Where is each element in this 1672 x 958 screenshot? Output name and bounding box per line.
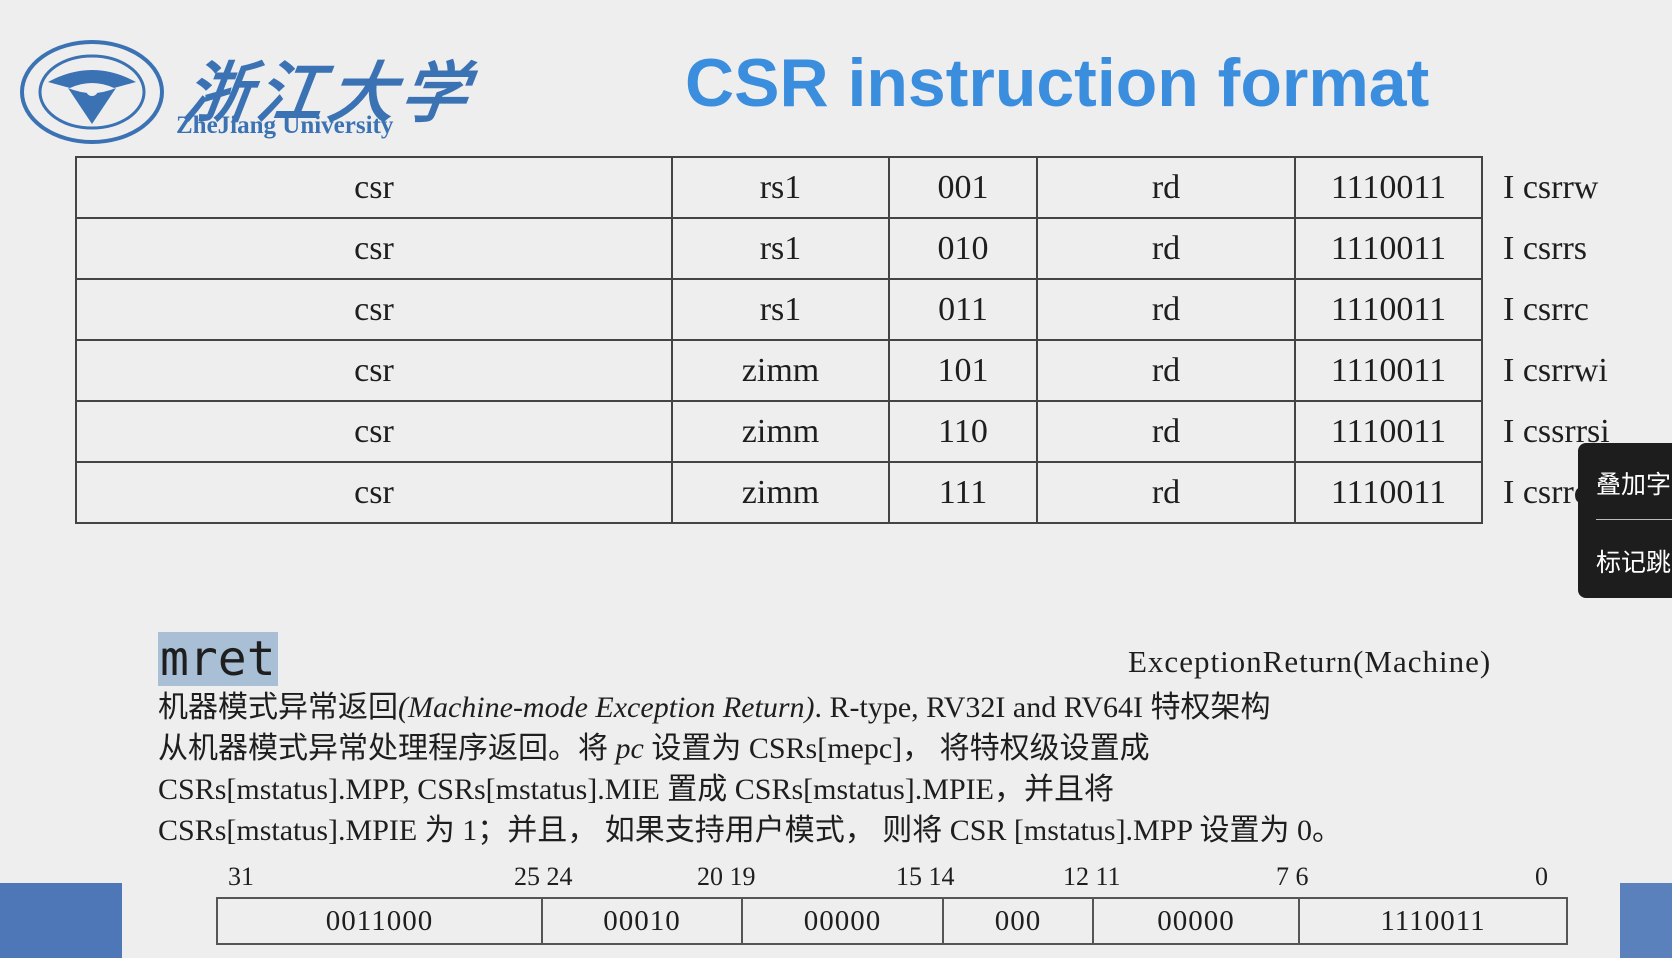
encoding-field: 0011000: [216, 897, 543, 945]
bit-position-label: 20 19: [697, 862, 756, 891]
csr-table-cell: rd: [1036, 461, 1296, 524]
mret-operation-label: ExceptionReturn(Machine): [1128, 644, 1492, 679]
university-emblem-icon: [20, 40, 164, 144]
desc-line-2-b: 设置为 CSRs[mepc]， 将特权级设置成: [643, 732, 1150, 765]
encoding-field: 00010: [541, 897, 743, 945]
corner-decoration-left: [0, 883, 122, 958]
csr-table-cell: 101: [888, 339, 1038, 402]
desc-line-1-cn: 机器模式异常返回: [158, 691, 398, 724]
desc-line-1-italic: (Machine-mode Exception Return): [398, 691, 815, 724]
mret-description: 机器模式异常返回(Machine-mode Exception Return).…: [158, 687, 1342, 851]
encoding-row: 0011000 00010 00000 000 00000 1110011: [216, 897, 1568, 945]
csr-table-cell: csr: [75, 339, 673, 402]
csr-table-cell: zimm: [671, 461, 890, 524]
bit-position-label: 15 14: [896, 862, 955, 891]
instruction-name: I csrrc: [1503, 290, 1589, 328]
mret-encoding-table: 0011000 00010 00000 000 00000 1110011: [216, 897, 1568, 945]
overlay-menu: 叠加字 标记跳: [1578, 443, 1672, 598]
popup-divider: [1596, 519, 1672, 520]
csr-table-cell: 1110011: [1294, 339, 1483, 402]
csr-table-cell: 011: [888, 278, 1038, 341]
csr-table-cell: 111: [888, 461, 1038, 524]
csr-table-cell: rd: [1036, 339, 1296, 402]
csr-table-cell: rs1: [671, 278, 890, 341]
overlay-subtitle-button[interactable]: 叠加字: [1596, 470, 1672, 499]
csr-table-cell: csr: [75, 278, 673, 341]
mret-heading: mret: [158, 631, 278, 687]
csr-table-cell: csr: [75, 461, 673, 524]
bit-position-label: 12 11: [1063, 862, 1121, 891]
csr-table-cell: csr: [75, 400, 673, 463]
csr-table-cell: rd: [1036, 217, 1296, 280]
csr-table-cell: csr: [75, 217, 673, 280]
desc-line-1-rest: . R-type, RV32I and RV64I 特权架构: [814, 691, 1271, 724]
corner-decoration-right: [1620, 883, 1672, 958]
desc-line-1: 机器模式异常返回(Machine-mode Exception Return).…: [158, 687, 1342, 728]
desc-line-2-pc: pc: [615, 732, 644, 765]
csr-table-cell: 110: [888, 400, 1038, 463]
desc-line-4: CSRs[mstatus].MPIE 为 1；并且， 如果支持用户模式， 则将 …: [158, 814, 1342, 847]
csr-table-cell: zimm: [671, 400, 890, 463]
csr-table-cell: 1110011: [1294, 217, 1483, 280]
bit-position-label: 31: [228, 862, 254, 891]
slide-title: CSR instruction format: [685, 45, 1430, 121]
csr-table-cell: rs1: [671, 217, 890, 280]
desc-line-3: CSRs[mstatus].MPP, CSRs[mstatus].MIE 置成 …: [158, 773, 1114, 806]
encoding-field: 00000: [1092, 897, 1300, 945]
encoding-field: 1110011: [1298, 897, 1568, 945]
csr-table-cell: zimm: [671, 339, 890, 402]
encoding-field: 000: [942, 897, 1094, 945]
instruction-name: I csrrw: [1503, 168, 1599, 206]
university-logo: 浙江大学 ZheJiang University: [18, 38, 479, 148]
csr-table-cell: rs1: [671, 156, 890, 219]
csr-table-cell: 1110011: [1294, 400, 1483, 463]
csr-table-cell: 010: [888, 217, 1038, 280]
csr-table-cell: 1110011: [1294, 278, 1483, 341]
csr-table-cell: csr: [75, 156, 673, 219]
csr-table-cell: rd: [1036, 400, 1296, 463]
desc-line-2: 从机器模式异常处理程序返回。将 pc 设置为 CSRs[mepc]， 将特权级设…: [158, 728, 1342, 769]
csr-table-cell: 1110011: [1294, 156, 1483, 219]
csr-table-cell: rd: [1036, 156, 1296, 219]
bookmark-jump-button[interactable]: 标记跳: [1596, 548, 1672, 577]
csr-table-cell: 1110011: [1294, 461, 1483, 524]
logo-english-name: ZheJiang University: [176, 112, 394, 139]
bit-position-label: 7 6: [1276, 862, 1309, 891]
csr-table-cell: 001: [888, 156, 1038, 219]
bit-position-label: 25 24: [514, 862, 573, 891]
instruction-name: I csrrs: [1503, 229, 1588, 267]
csr-table-cell: rd: [1036, 278, 1296, 341]
desc-line-2-a: 从机器模式异常处理程序返回。将: [158, 732, 616, 765]
encoding-field: 00000: [741, 897, 944, 945]
bit-position-label: 0: [1535, 862, 1548, 891]
instruction-name: I csrrwi: [1503, 351, 1608, 389]
